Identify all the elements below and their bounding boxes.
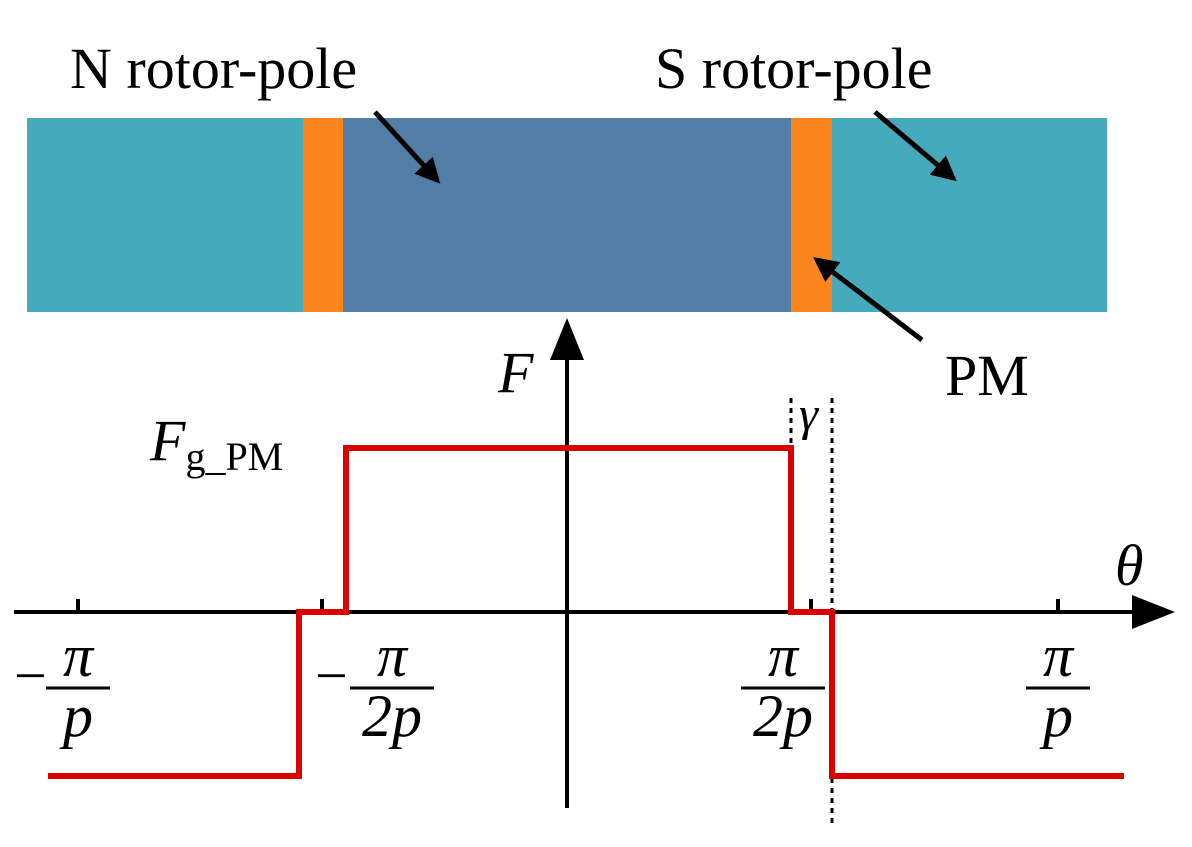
tick-label-minus-pi-2p: − π 2p (315, 623, 434, 749)
pm-label: PM (945, 343, 1029, 408)
tick-denominator: 2p (362, 683, 422, 749)
f-axis-label: F (497, 340, 534, 405)
s-pole-label: S rotor-pole (655, 36, 933, 101)
tick-label-minus-pi-p: − π p (14, 623, 110, 749)
tick-denominator: p (1039, 683, 1073, 749)
pm-segment-right (791, 118, 832, 312)
s-pole-segment-right (832, 118, 1107, 312)
tick-denominator: p (59, 683, 93, 749)
tick-numerator: π (63, 623, 95, 689)
f-axis-arrowhead (550, 318, 584, 360)
pm-segment-left (303, 118, 343, 312)
tick-sign: − (14, 643, 47, 708)
s-pole-pointer-arrow (873, 110, 957, 182)
theta-axis-arrowhead (1132, 595, 1175, 629)
rotor-strip (27, 118, 1107, 312)
theta-axis-label: θ (1115, 533, 1144, 598)
tick-denominator: 2p (753, 683, 813, 749)
s-pole-segment-left (27, 118, 303, 312)
tick-sign: − (315, 643, 348, 708)
tick-label-pi-p: π p (1026, 623, 1090, 749)
gamma-label: γ (799, 388, 819, 441)
n-pole-segment (343, 118, 791, 312)
fg-pm-main: F (149, 408, 186, 473)
n-pole-pointer-arrow (373, 110, 441, 184)
tick-label-pi-2p: π 2p (741, 623, 825, 749)
mmf-waveform (48, 445, 1124, 779)
tick-numerator: π (768, 623, 800, 689)
fg-pm-label: Fg_PM (149, 408, 283, 479)
axes: F θ (14, 318, 1175, 808)
tick-numerator: π (1043, 623, 1075, 689)
tick-numerator: π (377, 623, 409, 689)
fg-pm-subscript: g_PM (185, 434, 283, 479)
pm-pointer-arrow (813, 256, 924, 342)
n-pole-label: N rotor-pole (70, 36, 357, 101)
